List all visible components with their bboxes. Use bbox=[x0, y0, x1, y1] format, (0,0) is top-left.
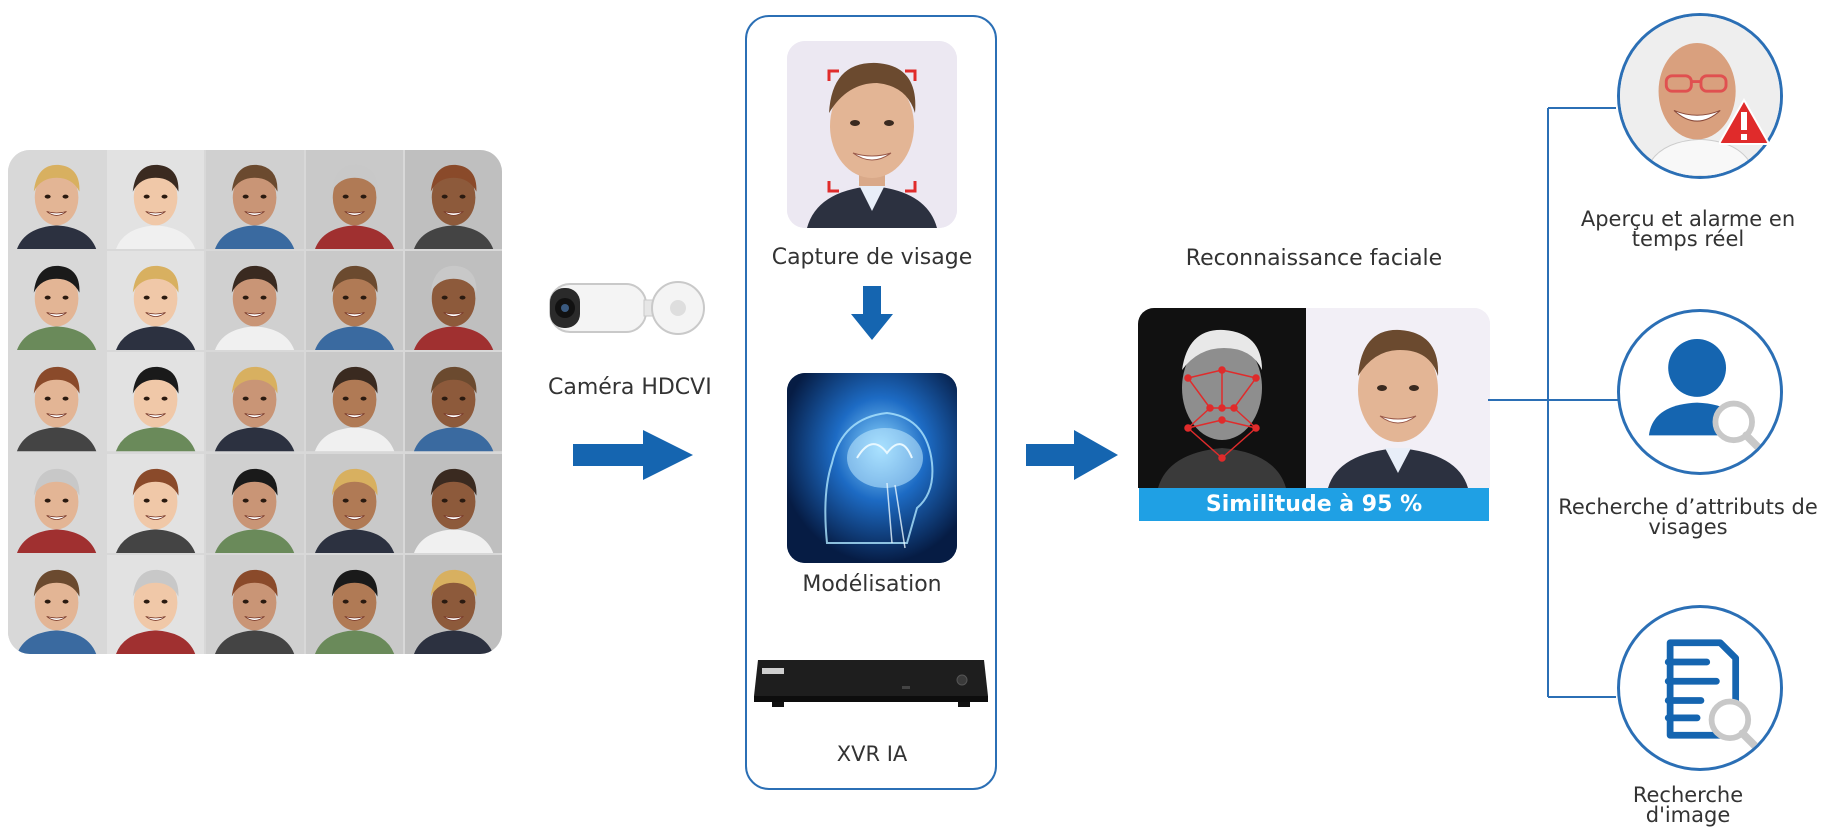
face-photo-grid bbox=[8, 150, 502, 654]
face-photo bbox=[305, 251, 403, 351]
result-label-image-search: Recherche d'image bbox=[1632, 783, 1744, 827]
face-photo bbox=[206, 453, 304, 553]
face-photo bbox=[305, 554, 403, 654]
modeling-brain-image bbox=[787, 373, 957, 563]
face-photo bbox=[305, 453, 403, 553]
recognition-title: Reconnaissance faciale bbox=[1185, 246, 1443, 271]
capture-label: Capture de visage bbox=[771, 245, 973, 270]
face-photo bbox=[305, 150, 403, 250]
warning-icon bbox=[1718, 98, 1770, 145]
face-photo bbox=[107, 150, 205, 250]
similarity-bar: Similitude à 95 % bbox=[1139, 488, 1489, 521]
camera-label: Caméra HDCVI bbox=[548, 375, 712, 400]
face-photo bbox=[8, 251, 106, 351]
device-label: XVR IA bbox=[836, 742, 908, 766]
face-photo bbox=[107, 251, 205, 351]
face-photo bbox=[8, 352, 106, 452]
face-photo bbox=[8, 554, 106, 654]
face-photo bbox=[107, 352, 205, 452]
result-label-alarm: Aperçu et alarme en temps réel bbox=[1580, 207, 1796, 251]
face-photo bbox=[8, 453, 106, 553]
modeling-label: Modélisation bbox=[802, 572, 942, 597]
face-photo bbox=[206, 251, 304, 351]
face-photo bbox=[404, 251, 502, 351]
face-photo bbox=[404, 554, 502, 654]
face-photo bbox=[8, 150, 106, 250]
face-photo bbox=[206, 150, 304, 250]
result-connectors bbox=[1488, 107, 1618, 698]
face-photo bbox=[305, 352, 403, 452]
face-photo bbox=[404, 352, 502, 452]
arrow-right-icon bbox=[573, 430, 693, 480]
camera-icon bbox=[548, 270, 708, 350]
result-label-attributes: Recherche d’attributs de visages bbox=[1558, 495, 1818, 539]
recognition-comparison-image bbox=[1138, 308, 1490, 488]
xvr-device-image bbox=[752, 656, 990, 708]
arrow-down-icon bbox=[851, 286, 893, 340]
face-photo bbox=[206, 554, 304, 654]
alarm-preview-image bbox=[1617, 13, 1783, 179]
face-photo bbox=[404, 150, 502, 250]
arrow-right-icon bbox=[1026, 430, 1118, 480]
document-search-icon bbox=[1617, 605, 1783, 771]
face-photo bbox=[107, 453, 205, 553]
face-photo bbox=[107, 554, 205, 654]
face-photo bbox=[206, 352, 304, 452]
capture-face-image bbox=[787, 41, 957, 228]
xvr-panel bbox=[745, 15, 997, 790]
person-search-icon bbox=[1617, 309, 1783, 475]
face-photo bbox=[404, 453, 502, 553]
